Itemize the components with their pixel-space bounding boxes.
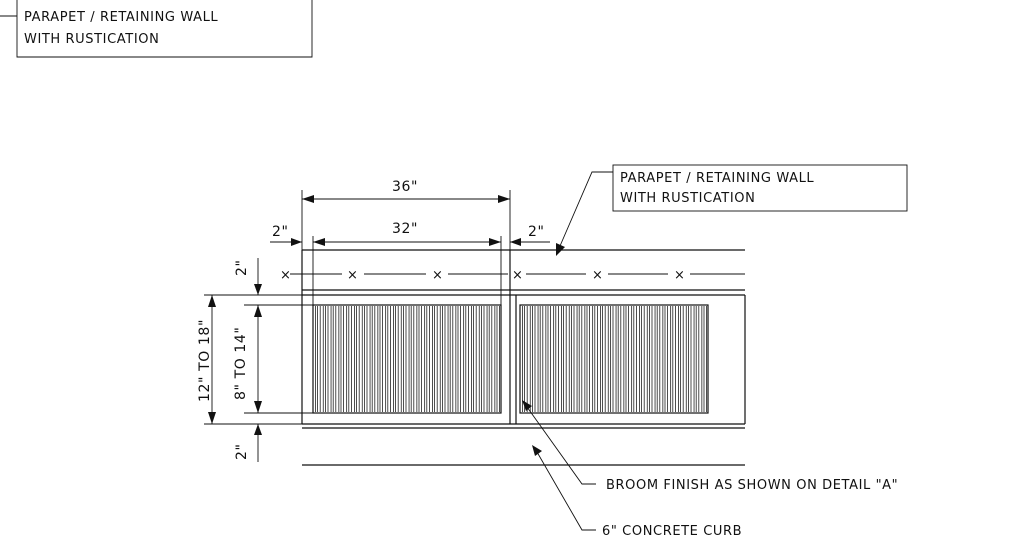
top-callout-line1: PARAPET / RETAINING WALL xyxy=(24,10,218,25)
top-callout: PARAPET / RETAINING WALL WITH RUSTICATIO… xyxy=(0,0,313,58)
dim-inner-height: 8" TO 14" xyxy=(233,304,313,414)
cross-marker: × xyxy=(280,268,292,283)
cross-marker: × xyxy=(512,268,524,283)
mid-callout-line2: WITH RUSTICATION xyxy=(620,191,755,206)
rustication-line: × × × × × × xyxy=(280,268,745,283)
mid-callout: PARAPET / RETAINING WALL WITH RUSTICATIO… xyxy=(556,164,908,256)
dim-bottom-offset: 2" xyxy=(234,424,262,462)
broom-panel-left xyxy=(312,304,502,414)
broom-finish-callout: BROOM FINISH AS SHOWN ON DETAIL "A" xyxy=(522,400,898,493)
dim-bottom-2-label: 2" xyxy=(234,443,250,460)
dim-top-offset: 2" xyxy=(234,258,262,295)
concrete-curb-label: 6" CONCRETE CURB xyxy=(602,524,742,539)
dim-36-label: 36" xyxy=(392,179,418,195)
dim-right-gap: 2" xyxy=(510,224,550,246)
cross-marker: × xyxy=(674,268,686,283)
cross-marker: × xyxy=(347,268,359,283)
dim-overall-width: 36" xyxy=(301,179,511,250)
broom-finish-label: BROOM FINISH AS SHOWN ON DETAIL "A" xyxy=(606,478,898,493)
dim-right-2-label: 2" xyxy=(528,224,545,240)
cross-marker: × xyxy=(592,268,604,283)
dim-left-2-label: 2" xyxy=(272,224,289,240)
broom-panel-right xyxy=(519,304,709,414)
cross-marker: × xyxy=(432,268,444,283)
dim-outer-height-label: 12" TO 18" xyxy=(197,319,213,402)
dim-left-gap: 2" xyxy=(270,224,302,246)
dim-outer-height: 12" TO 18" xyxy=(197,294,302,425)
dim-32-label: 32" xyxy=(392,221,418,237)
concrete-curb-callout: 6" CONCRETE CURB xyxy=(532,445,742,539)
dim-inner-height-label: 8" TO 14" xyxy=(233,327,249,400)
mid-callout-line1: PARAPET / RETAINING WALL xyxy=(620,171,814,186)
dim-panel-width: 32" xyxy=(312,221,502,305)
top-callout-line2: WITH RUSTICATION xyxy=(24,32,159,47)
wall-lines xyxy=(301,249,746,466)
dim-top-2-label: 2" xyxy=(234,259,250,276)
